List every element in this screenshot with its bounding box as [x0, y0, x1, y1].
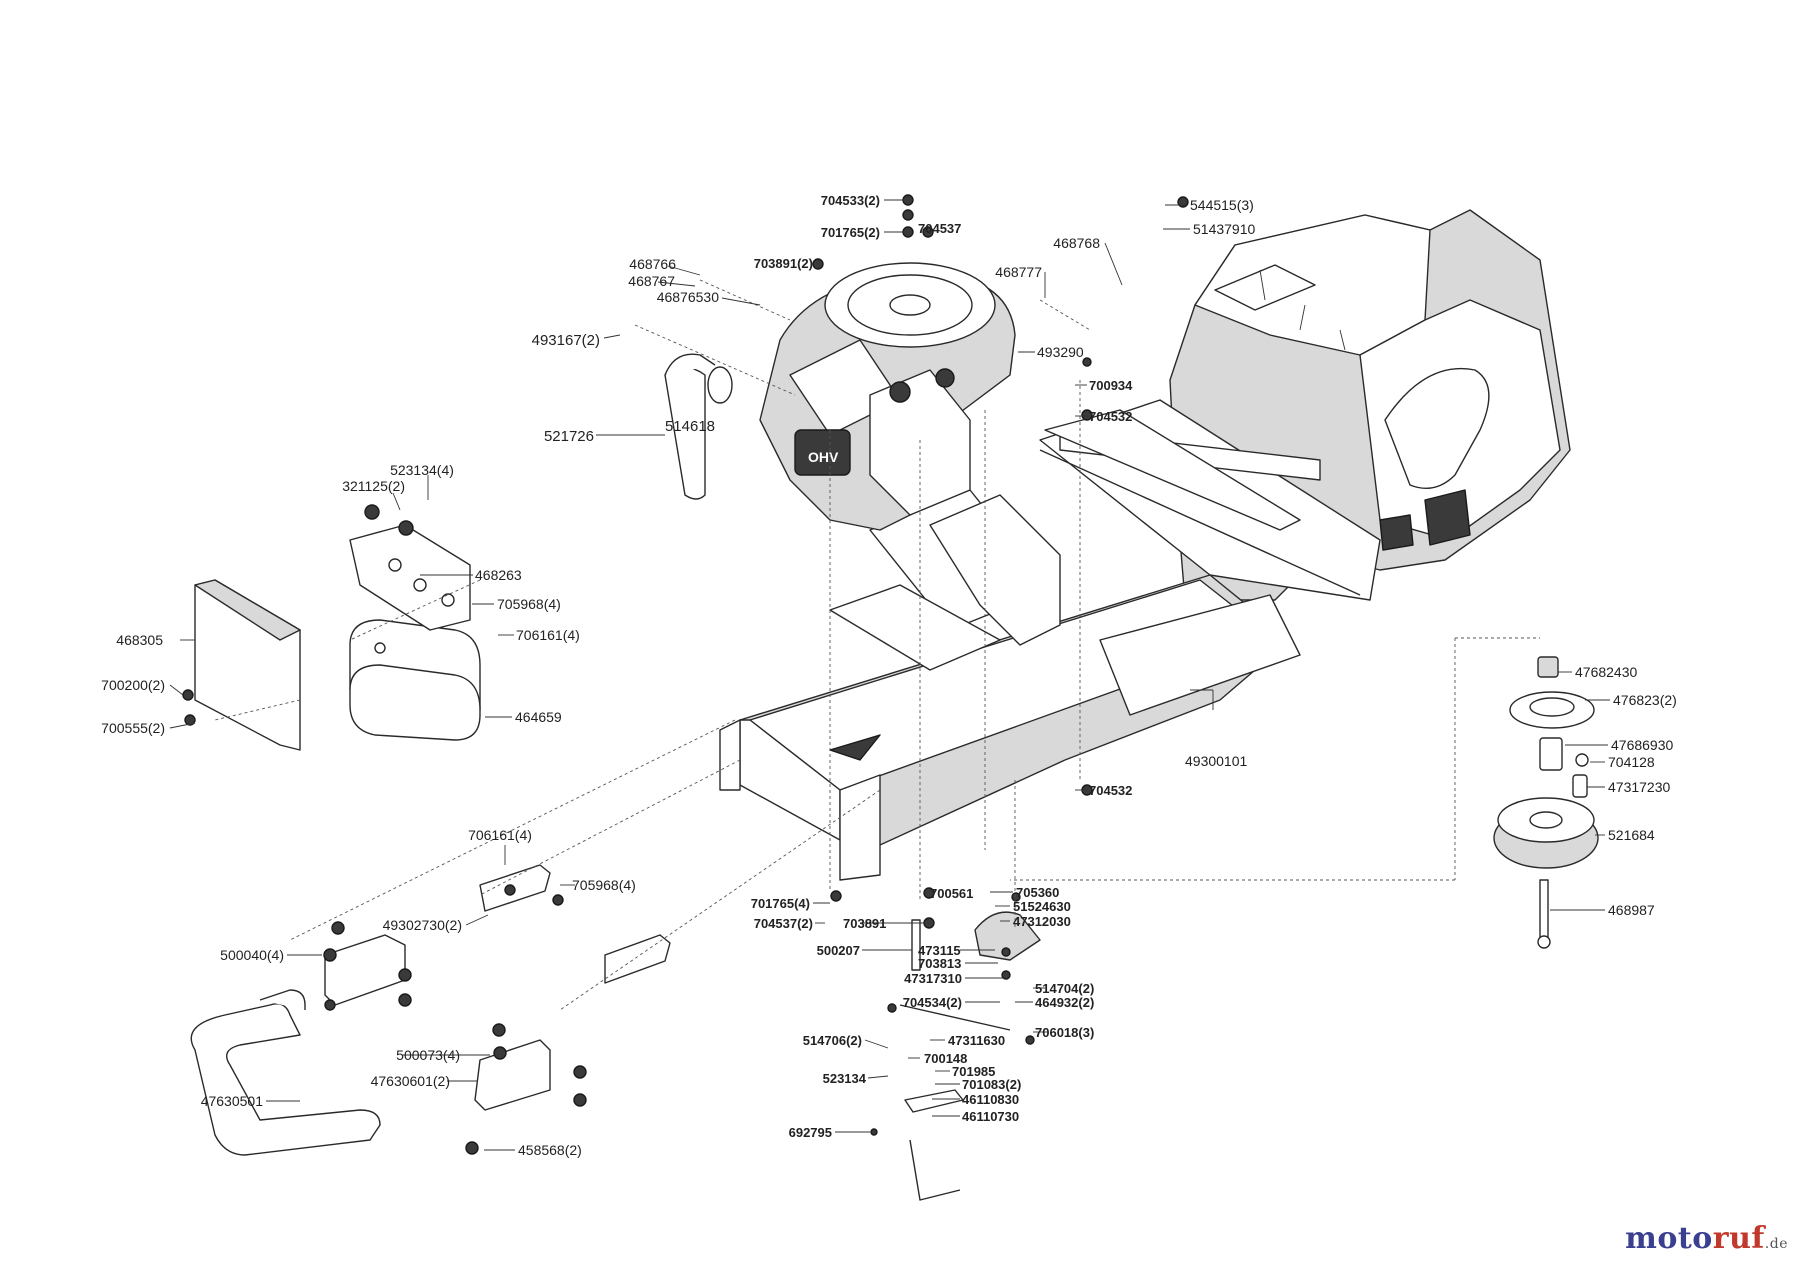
- intake-pipe: [664, 353, 733, 500]
- part-callout-47682430: 47682430: [1575, 664, 1638, 680]
- assembly-lines: [214, 279, 1540, 1011]
- part-callout-706161-4: 706161(4): [516, 627, 580, 643]
- part-callout-704533-2: 704533(2): [821, 193, 880, 208]
- part-callout-514706-2: 514706(2): [803, 1033, 862, 1048]
- part-callout-476823-2: 476823(2): [1613, 692, 1677, 708]
- part-callout-47686930: 47686930: [1611, 737, 1674, 753]
- part-callout-464932-2: 464932(2): [1035, 995, 1094, 1010]
- part-callout-514618: 514618: [665, 418, 715, 435]
- part-callout-47317310: 47317310: [904, 971, 962, 986]
- part-callout-468777: 468777: [995, 264, 1042, 280]
- part-callout-514704-2: 514704(2): [1035, 981, 1094, 996]
- part-callout-47312030: 47312030: [1013, 914, 1071, 929]
- hardware-fasteners: [182, 194, 1189, 1155]
- part-callout-47630501: 47630501: [201, 1093, 264, 1109]
- engine: OHV: [759, 262, 1016, 531]
- callout-labels: 704533(2)701765(2)704537703891(2)4687664…: [101, 193, 1677, 1158]
- part-callout-521726: 521726: [544, 428, 594, 445]
- front-bumper: [190, 864, 671, 1156]
- part-callout-47317230: 47317230: [1608, 779, 1671, 795]
- part-callout-46876530: 46876530: [657, 289, 720, 305]
- part-callout-521684: 521684: [1608, 827, 1655, 843]
- part-callout-692795: 692795: [789, 1125, 832, 1140]
- part-callout-544515-3: 544515(3): [1190, 197, 1254, 213]
- part-callout-46110730: 46110730: [962, 1109, 1019, 1124]
- part-callout-464659: 464659: [515, 709, 562, 725]
- part-callout-700934: 700934: [1089, 378, 1133, 393]
- part-callout-321125-2: 321125(2): [342, 478, 405, 494]
- part-callout-701765-2: 701765(2): [821, 225, 880, 240]
- part-callout-47311630: 47311630: [948, 1033, 1005, 1048]
- main-frame: [719, 399, 1381, 881]
- part-callout-703891: 703891: [843, 916, 886, 931]
- part-callout-700148: 700148: [924, 1051, 967, 1066]
- part-callout-458568-2: 458568(2): [518, 1142, 582, 1158]
- part-callout-468305: 468305: [116, 632, 163, 648]
- part-callout-706161-4: 706161(4): [468, 827, 532, 843]
- part-callout-473115: 473115: [918, 943, 961, 958]
- part-callout-47630601-2: 47630601(2): [371, 1073, 450, 1089]
- muffler-assembly: [194, 504, 481, 751]
- part-callout-703813: 703813: [918, 956, 961, 971]
- part-callout-49300101: 49300101: [1185, 753, 1248, 769]
- part-callout-523134: 523134: [823, 1071, 867, 1086]
- clutch-assembly: [1493, 656, 1599, 949]
- part-callout-705968-4: 705968(4): [497, 596, 561, 612]
- part-callout-704537: 704537: [918, 221, 961, 236]
- part-callout-704128: 704128: [1608, 754, 1655, 770]
- part-callout-468767: 468767: [628, 273, 675, 289]
- part-callout-701765-4: 701765(4): [751, 896, 810, 911]
- part-callout-468768: 468768: [1053, 235, 1100, 251]
- part-callout-704537-2: 704537(2): [754, 916, 813, 931]
- part-callout-500073-4: 500073(4): [396, 1047, 460, 1063]
- part-callout-493167-2: 493167(2): [532, 332, 600, 349]
- part-callout-701083-2: 701083(2): [962, 1077, 1021, 1092]
- part-callout-500040-4: 500040(4): [220, 947, 284, 963]
- svg-text:OHV: OHV: [808, 449, 839, 465]
- part-callout-700200-2: 700200(2): [101, 677, 165, 693]
- part-callout-705360: 705360: [1016, 885, 1059, 900]
- part-callout-701985: 701985: [952, 1064, 995, 1079]
- part-callout-49302730-2: 49302730(2): [383, 917, 462, 933]
- part-callout-704532: 704532: [1089, 409, 1132, 424]
- part-callout-700561: 700561: [930, 886, 973, 901]
- linkage-parts: [899, 911, 1041, 1201]
- part-callout-51524630: 51524630: [1013, 899, 1071, 914]
- leader-lines: [169, 199, 1610, 1151]
- part-callout-704532: 704532: [1089, 783, 1132, 798]
- part-callout-468263: 468263: [475, 567, 522, 583]
- part-callout-51437910: 51437910: [1193, 221, 1256, 237]
- part-callout-468987: 468987: [1608, 902, 1655, 918]
- part-callout-523134-4: 523134(4): [390, 462, 454, 478]
- part-callout-46110830: 46110830: [962, 1092, 1019, 1107]
- part-callout-704534-2: 704534(2): [903, 995, 962, 1010]
- part-callout-700555-2: 700555(2): [101, 720, 165, 736]
- part-callout-705968-4: 705968(4): [572, 877, 636, 893]
- part-callout-706018-3: 706018(3): [1035, 1025, 1094, 1040]
- motoruf-watermark: motoruf.de: [1625, 1221, 1788, 1256]
- part-callout-500207: 500207: [817, 943, 860, 958]
- part-callout-703891-2: 703891(2): [754, 256, 813, 271]
- part-callout-468766: 468766: [629, 256, 676, 272]
- part-callout-493290: 493290: [1037, 344, 1084, 360]
